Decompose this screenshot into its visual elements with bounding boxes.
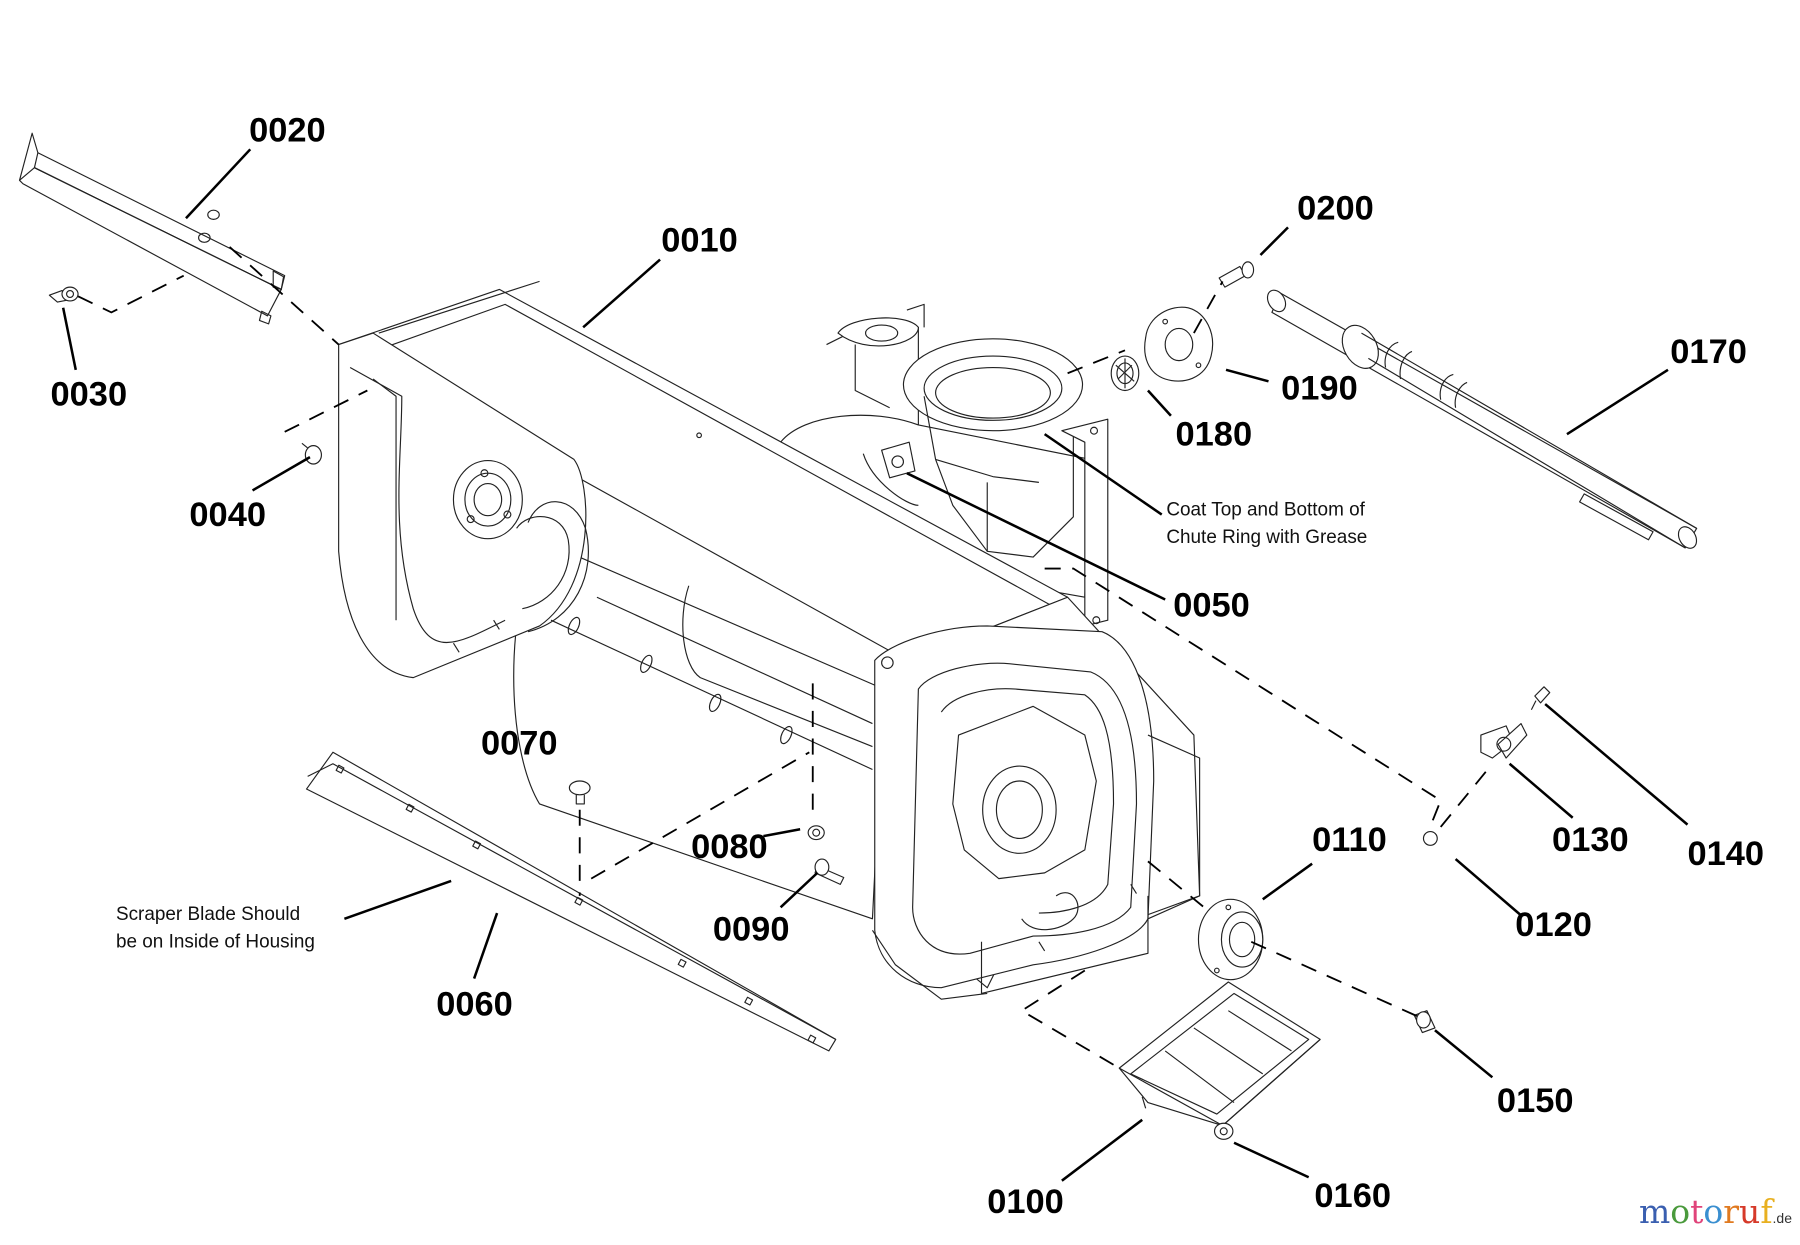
callout-0120: 0110	[1312, 821, 1387, 859]
logo-letter: f	[1760, 1192, 1773, 1231]
part-0020-drawing	[18, 132, 286, 325]
part-0120-0130-drawing	[1197, 898, 1436, 1034]
callout-0110: 0160	[1314, 1177, 1391, 1215]
callout-0170: 0170	[1670, 333, 1747, 371]
callout-0160: 0140	[1688, 835, 1765, 873]
logo-tld: .de	[1772, 1210, 1792, 1226]
part-0060-scraper-blade	[305, 751, 837, 1052]
assembly-lines	[77, 246, 1494, 1069]
part-0010-housing	[338, 280, 1201, 1000]
part-0070-0080-0090-drawing	[568, 780, 845, 885]
logo-letter: t	[1690, 1192, 1704, 1231]
watermark-logo: motoruf.de	[1639, 1192, 1792, 1231]
logo-letter: m	[1638, 1192, 1671, 1231]
callout-0030: 0030	[51, 375, 128, 413]
notes: Coat Top and Bottom of Chute Ring with G…	[116, 500, 1367, 953]
callout-0180: 0180	[1176, 416, 1253, 454]
callout-0070: 0070	[481, 725, 558, 763]
logo-letter: o	[1703, 1192, 1724, 1231]
callout-0200: 0200	[1297, 189, 1374, 227]
logo-letter: r	[1723, 1192, 1740, 1231]
logo-letter: u	[1739, 1192, 1761, 1231]
part-0200-0190-0180-drawing	[1110, 261, 1255, 392]
callout-0130: 0150	[1497, 1082, 1574, 1120]
logo-letter: o	[1670, 1192, 1691, 1231]
callout-0090: 0090	[713, 911, 790, 949]
leader-lines	[61, 148, 1689, 1182]
callout-0080: 0080	[691, 828, 768, 866]
callout-0050: 0050	[1173, 587, 1250, 625]
note-scraper-blade-line-1: Scraper Blade Should	[116, 904, 300, 925]
part-0140-0150-0160-drawing	[1422, 686, 1551, 846]
callout-0060: 0060	[436, 985, 513, 1023]
part-0170-shaft	[1266, 289, 1698, 549]
part-0100-0110-drawing	[1118, 981, 1321, 1140]
part-0040-drawing	[301, 442, 323, 465]
note-chute-ring-line-1: Coat Top and Bottom of	[1166, 500, 1365, 521]
callout-0010: 0010	[661, 222, 738, 260]
note-chute-ring-line-2: Chute Ring with Grease	[1166, 527, 1367, 548]
callout-0140: 0120	[1515, 906, 1592, 944]
callout-0150: 0130	[1552, 821, 1629, 859]
part-0030-drawing	[48, 286, 79, 303]
callout-0020: 0020	[249, 111, 326, 149]
callout-0100: 0100	[987, 1183, 1064, 1221]
note-scraper-blade-line-2: be on Inside of Housing	[116, 932, 315, 953]
callout-0040: 0040	[189, 496, 266, 534]
callout-0190: 0190	[1281, 370, 1358, 408]
callout-labels: 0020 0010 0030 0040 0200 0190 0180 0170 …	[51, 111, 1765, 1221]
